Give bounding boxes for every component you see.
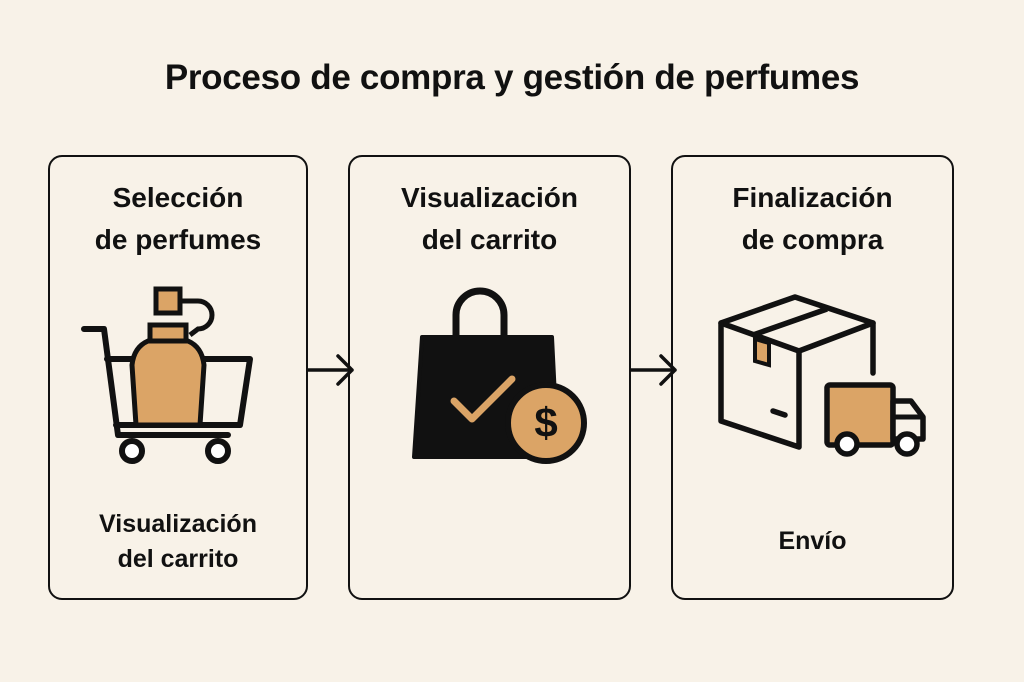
- heading-line: Selección: [112, 182, 244, 213]
- caption-line: del carrito: [117, 545, 239, 573]
- step-selection-card: Selección de perfumes Visualización del …: [48, 155, 308, 600]
- caption-line: Visualización: [99, 510, 257, 538]
- svg-text:$: $: [534, 399, 557, 446]
- diagram-title: Proceso de compra y gestión de perfumes: [164, 58, 860, 97]
- step-cart-view-card: Visualización del carrito $: [348, 155, 631, 600]
- heading-line: del carrito: [421, 224, 558, 255]
- step-heading: Finalización de compra: [673, 177, 952, 261]
- heading-line: de perfumes: [94, 224, 262, 255]
- heading-line: de compra: [741, 224, 884, 255]
- heading-line: Finalización: [732, 182, 893, 213]
- step-checkout-card: Finalización de compra Envío: [671, 155, 954, 600]
- shopping-bag-check-dollar-icon: $: [412, 287, 587, 464]
- box-truck-icon: [718, 294, 926, 457]
- step-heading: Visualización del carrito: [350, 177, 629, 261]
- step-caption: Visualización del carrito: [50, 507, 306, 577]
- arrow-right-icon: [308, 354, 354, 386]
- arrow-right-icon: [631, 354, 677, 386]
- step-caption: Envío: [778, 527, 847, 555]
- cart-perfume-icon: [81, 286, 253, 464]
- heading-line: Visualización: [401, 182, 578, 213]
- step-heading: Selección de perfumes: [50, 177, 306, 261]
